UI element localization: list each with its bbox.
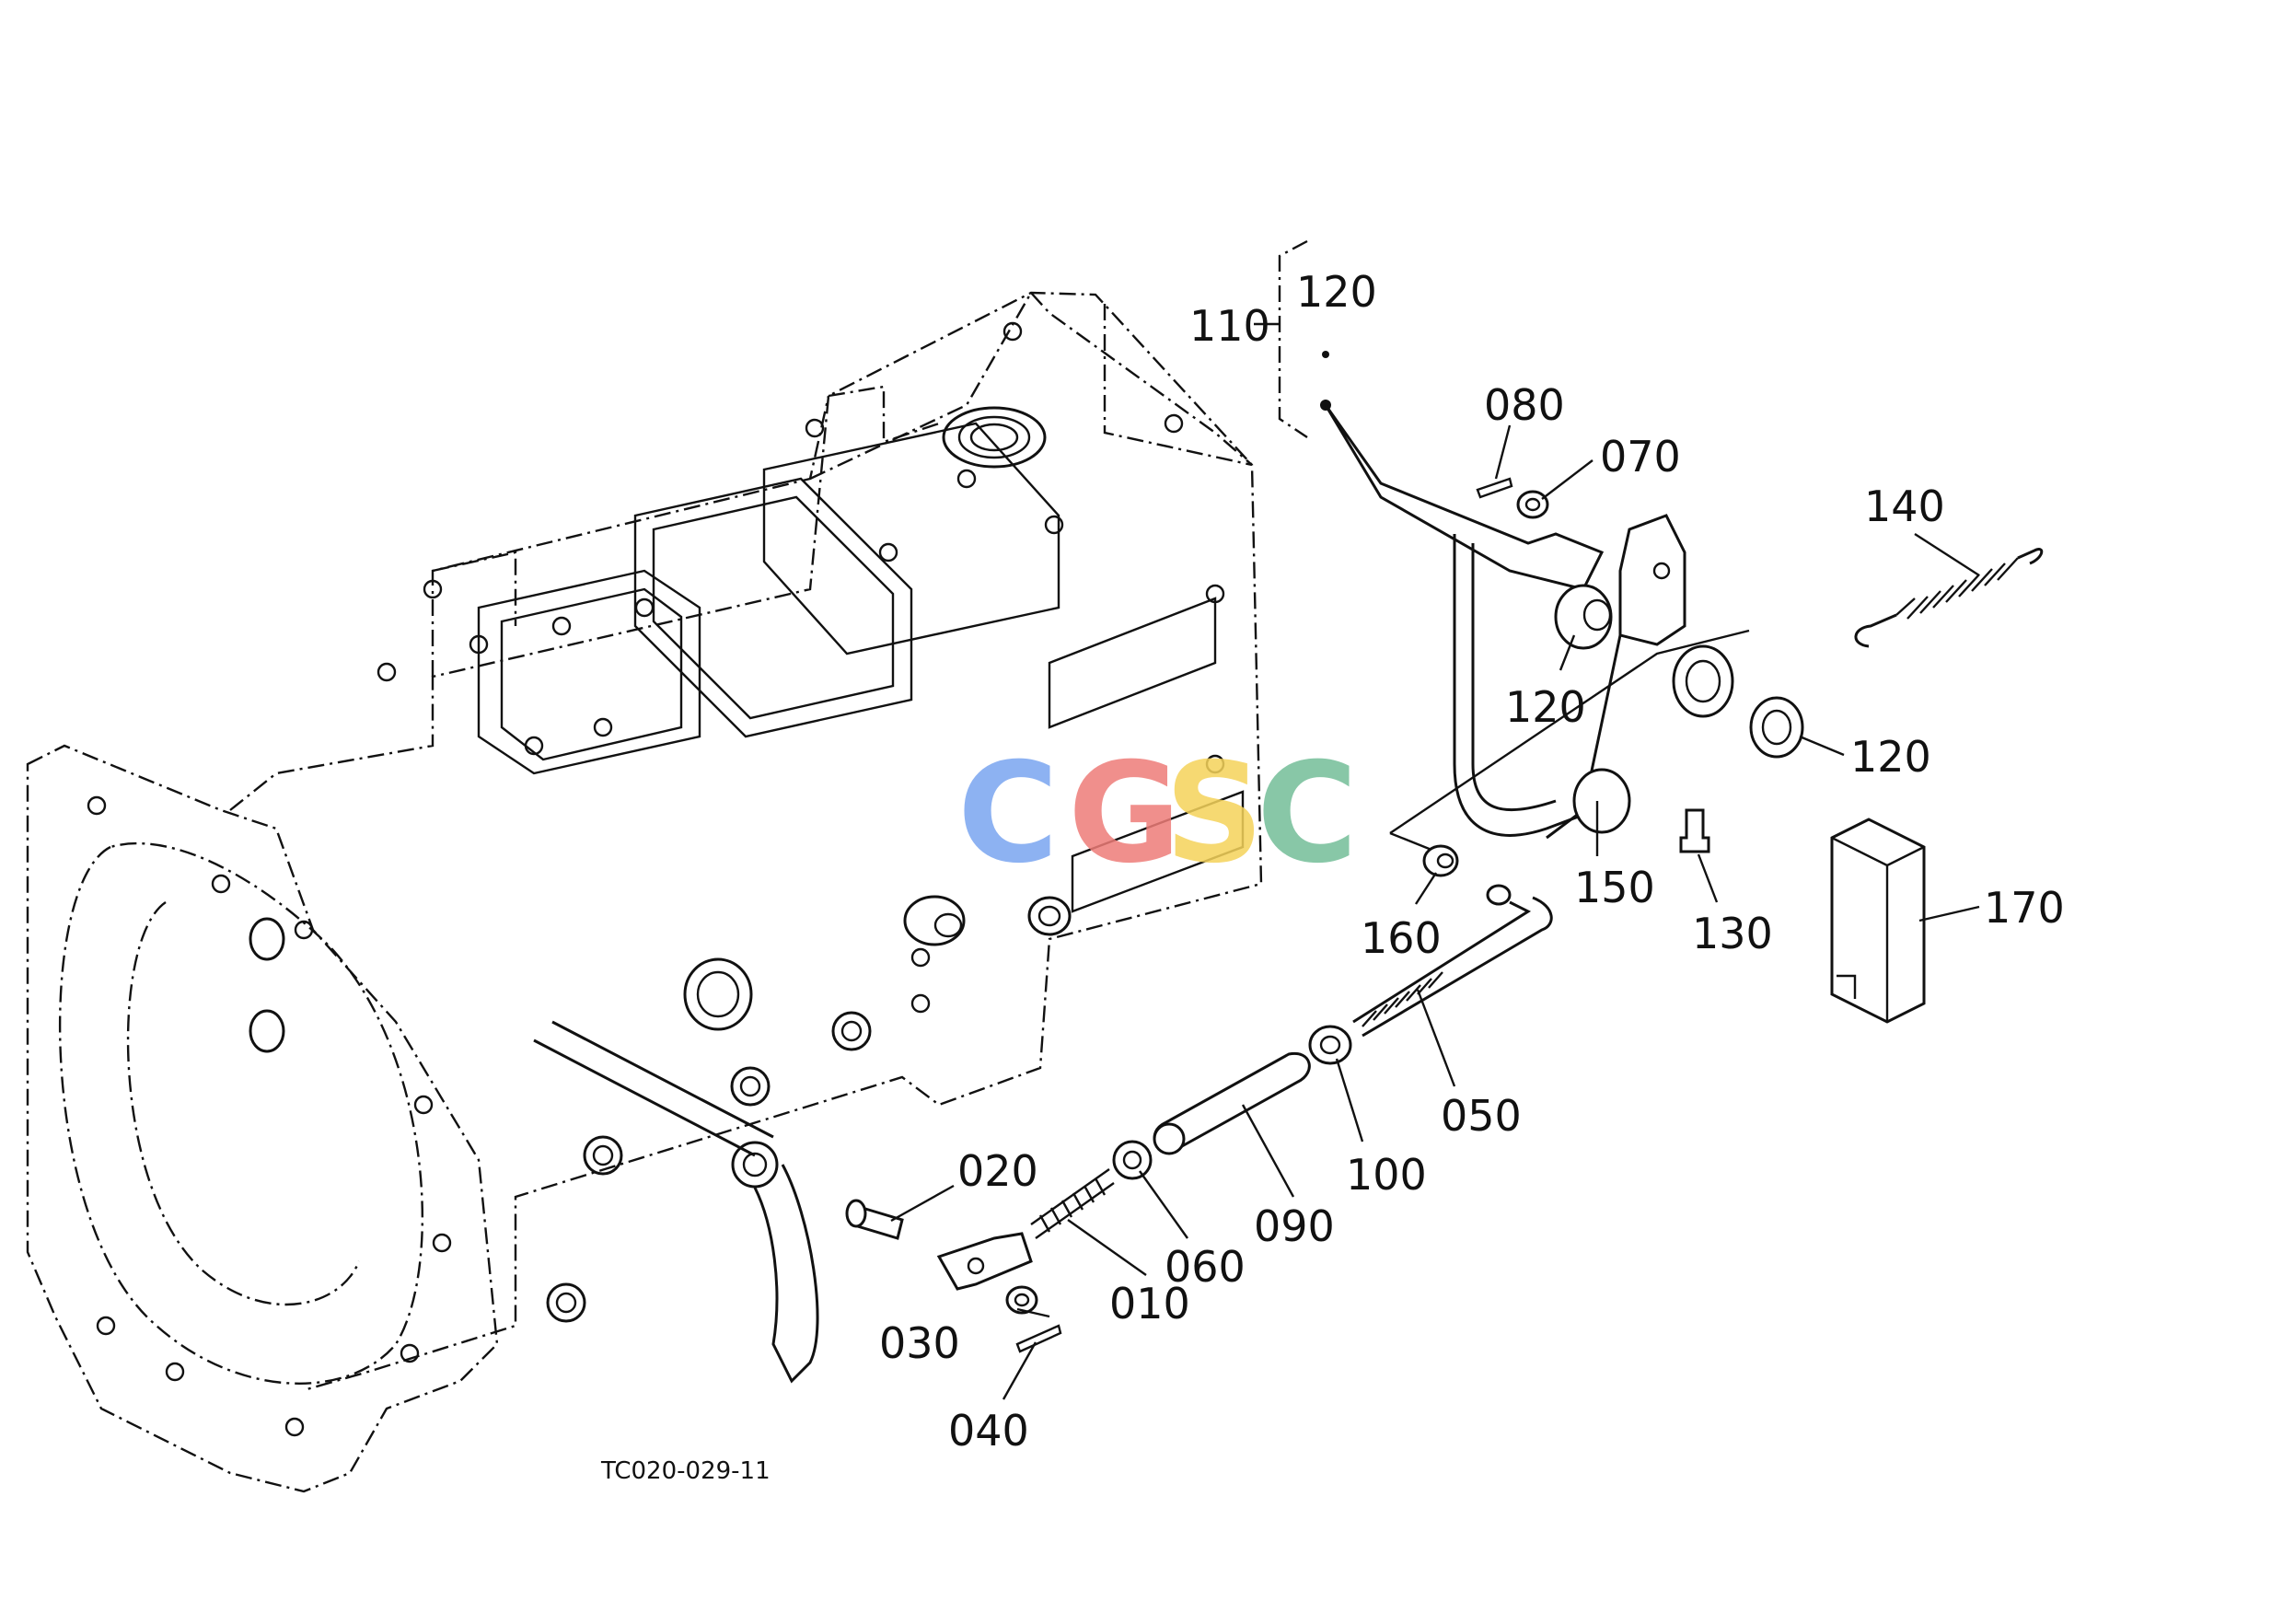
guide-block-170	[1830, 818, 1926, 1024]
callout-040: 040	[948, 1406, 1029, 1456]
callout-130: 130	[1692, 909, 1773, 958]
callout-160: 160	[1361, 913, 1442, 963]
watermark-letter: S	[1165, 734, 1264, 894]
callout-120-mid: 120	[1505, 682, 1586, 732]
callout-060: 060	[1165, 1242, 1246, 1292]
callout-140: 140	[1864, 481, 1945, 531]
callout-090: 090	[1254, 1201, 1335, 1251]
transmission-case	[26, 291, 1263, 1493]
callout-150: 150	[1574, 863, 1655, 912]
watermark-logo: C G S C	[957, 734, 1358, 894]
clutch-pedal-assembly	[845, 239, 2044, 1353]
callout-010: 010	[1109, 1279, 1190, 1328]
watermark-letter: C	[957, 734, 1059, 894]
callout-080: 080	[1484, 380, 1565, 430]
callout-100: 100	[1346, 1150, 1427, 1200]
callout-050: 050	[1441, 1091, 1522, 1141]
callout-120-right: 120	[1850, 732, 1931, 782]
side-bosses	[546, 895, 1072, 1323]
callout-110: 110	[1189, 301, 1270, 351]
callout-170: 170	[1984, 883, 2065, 933]
diagram-code: TC020-029-11	[600, 1457, 771, 1485]
flange-holes	[377, 321, 1225, 1014]
watermark-letter: C	[1257, 734, 1358, 894]
callout-labels: 010 020 030 040 050 060 070 080 090 100 …	[879, 267, 2065, 1456]
leader-lines	[890, 424, 1980, 1400]
callout-120-top: 120	[1296, 267, 1377, 317]
bell-flange-holes	[87, 795, 452, 1437]
watermark-letter: G	[1068, 734, 1181, 894]
callout-020: 020	[957, 1146, 1038, 1196]
spring-140	[1854, 548, 2044, 648]
callout-030: 030	[879, 1318, 960, 1368]
clutch-rod-050	[1352, 884, 1553, 1038]
callout-070: 070	[1600, 432, 1681, 481]
